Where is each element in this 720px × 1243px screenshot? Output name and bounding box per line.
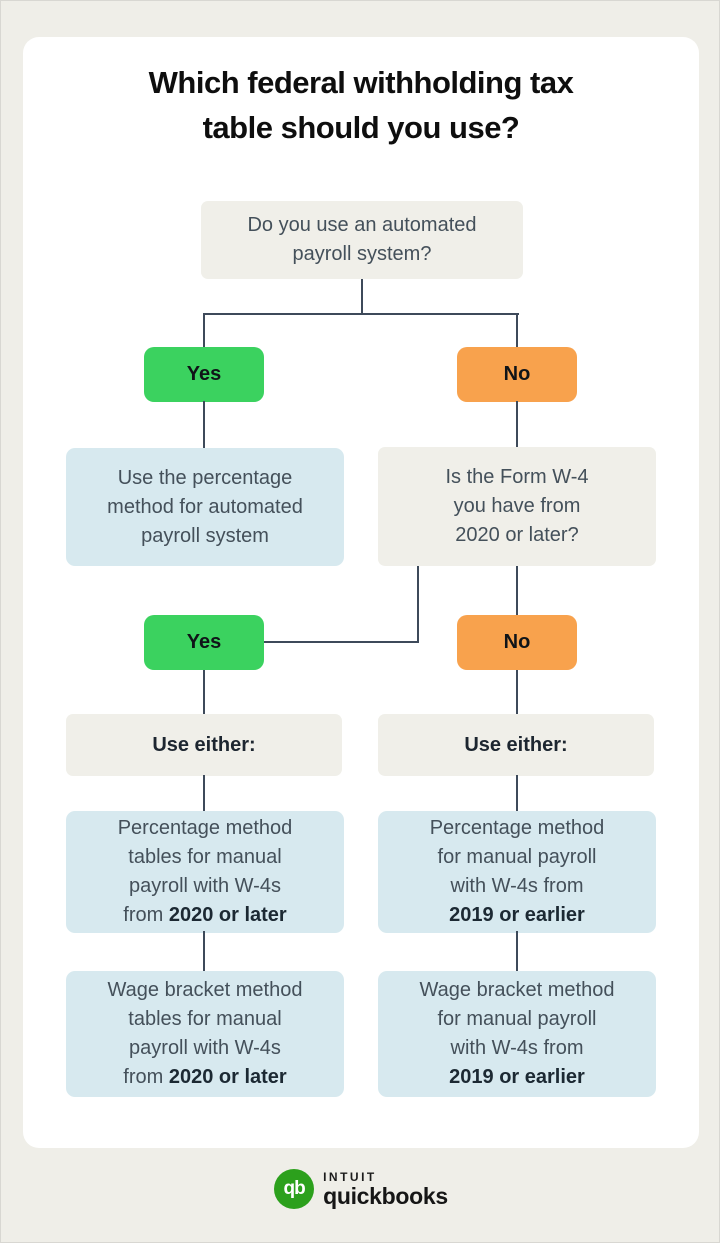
yes-badge-1: Yes: [144, 347, 264, 402]
use-either-left: Use either:: [66, 714, 342, 776]
connector-q2-no-down: [516, 566, 518, 616]
yes-badge-2: Yes: [144, 615, 264, 670]
page-title-line2: table should you use?: [202, 109, 520, 145]
connector-yes1-down: [203, 401, 205, 449]
connector-left-result2: [203, 931, 205, 971]
no-badge-2: No: [457, 615, 577, 670]
connector-q2-yes-down: [417, 566, 419, 643]
connector-right-result1: [516, 775, 518, 813]
brand-quickbooks-label: quickbooks: [323, 1182, 448, 1209]
connector-yes2-down: [203, 670, 205, 715]
connector-left-result1: [203, 775, 205, 813]
connector-q1-to-yes: [203, 313, 205, 347]
connector-no1-down: [516, 401, 518, 447]
connector-no2-down: [516, 670, 518, 715]
brand-intuit-label: intuit: [323, 1169, 377, 1184]
page-title-line1: Which federal withholding tax: [148, 65, 574, 100]
page-title: Which federal withholding tax table shou…: [1, 61, 720, 151]
footer-brand: qb intuit quickbooks: [1, 1169, 720, 1209]
connector-q1-to-no: [516, 313, 518, 347]
no-badge-1: No: [457, 347, 577, 402]
connector-q1-split: [203, 313, 519, 315]
use-either-right: Use either:: [378, 714, 654, 776]
connector-q1-down: [361, 279, 363, 314]
brand-wordmark: intuit quickbooks: [323, 1170, 448, 1209]
connector-right-result2: [516, 931, 518, 971]
connector-q2-yes-elbow: [263, 641, 419, 643]
quickbooks-logo-icon: qb: [274, 1169, 315, 1209]
